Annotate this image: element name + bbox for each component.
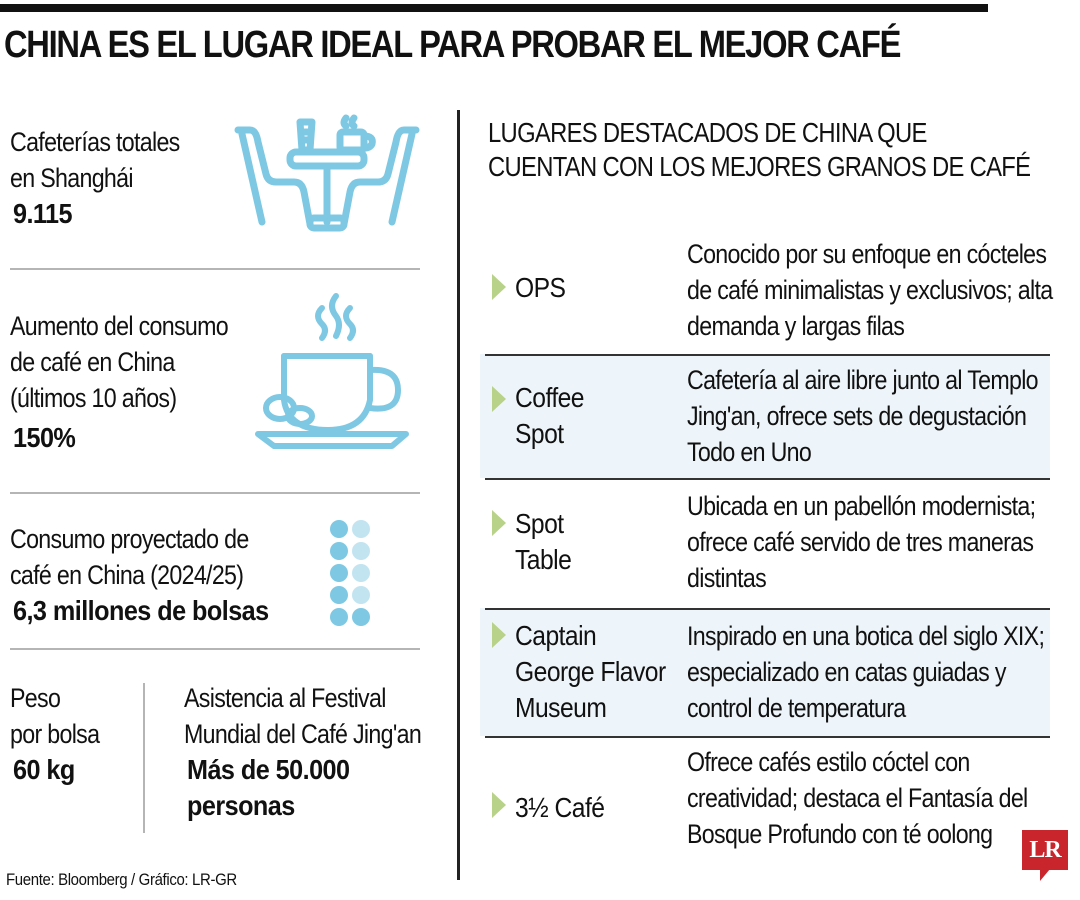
stat-label: (últimos 10 años) bbox=[10, 383, 177, 413]
stat-value: 6,3 millones de bolsas bbox=[13, 595, 269, 626]
divider bbox=[10, 648, 420, 650]
place-row-spot-table: Spot Table Ubicada en un pabellón modern… bbox=[480, 478, 1050, 608]
place-desc: Ofrece cafés estilo cóctel con bbox=[687, 747, 970, 777]
place-desc: Cafetería al aire libre junto al Templo bbox=[687, 365, 1039, 395]
stat-bag-weight: Peso por bolsa 60 kg bbox=[10, 680, 114, 788]
place-desc: distintas bbox=[687, 563, 767, 593]
stat-value: Más de 50.000 bbox=[187, 754, 350, 785]
place-name: Spot bbox=[515, 508, 564, 539]
dot bbox=[352, 608, 370, 626]
divider bbox=[10, 492, 420, 494]
place-row-ops: OPS Conocido por su enfoque en cócteles … bbox=[480, 232, 1053, 354]
place-name: Table bbox=[515, 544, 572, 575]
place-desc: ofrece café servido de tres maneras bbox=[687, 527, 1034, 557]
arrow-icon bbox=[492, 510, 506, 536]
place-name: OPS bbox=[515, 272, 566, 303]
cafe-table-icon bbox=[234, 114, 420, 232]
stat-consumption-increase: Aumento del consumo de café en China (úl… bbox=[10, 308, 263, 456]
place-desc: especializado en catas guiadas y bbox=[687, 657, 1006, 687]
stat-label: Cafeterías totales bbox=[10, 127, 180, 157]
stat-festival-attendance: Asistencia al Festival Mundial del Café … bbox=[184, 680, 460, 824]
dot bbox=[352, 586, 370, 604]
place-desc: Jing'an, ofrece sets de degustación bbox=[687, 401, 1027, 431]
stat-label: Consumo proyectado de bbox=[10, 524, 249, 554]
dot bbox=[330, 564, 348, 582]
place-name: Captain bbox=[515, 620, 597, 651]
dot bbox=[352, 520, 370, 538]
stat-label: en Shanghái bbox=[10, 163, 134, 193]
place-desc: demanda y largas filas bbox=[687, 311, 905, 341]
dot bbox=[330, 586, 348, 604]
arrow-icon bbox=[492, 386, 506, 412]
stat-label: Asistencia al Festival bbox=[184, 683, 386, 713]
bag-dots-icon bbox=[330, 520, 370, 626]
arrow-icon bbox=[492, 622, 506, 648]
place-name: Museum bbox=[515, 692, 607, 723]
source-credit: Fuente: Bloomberg / Gráfico: LR-GR bbox=[6, 870, 237, 889]
stat-label: Peso bbox=[10, 683, 61, 713]
lr-logo: LR bbox=[1022, 830, 1068, 870]
page-title: CHINA ES EL LUGAR IDEAL PARA PROBAR EL M… bbox=[4, 24, 901, 66]
dot bbox=[352, 564, 370, 582]
place-row-captain-george: Captain George Flavor Museum Inspirado e… bbox=[480, 608, 1050, 736]
lr-logo-tail bbox=[1040, 869, 1050, 881]
dot bbox=[330, 542, 348, 560]
place-desc: Bosque Profundo con té oolong bbox=[687, 819, 993, 849]
stat-value: personas bbox=[187, 790, 295, 821]
place-desc: Conocido por su enfoque en cócteles bbox=[687, 239, 1047, 269]
place-name: 3½ Café bbox=[515, 792, 605, 823]
divider-vertical bbox=[143, 683, 145, 833]
places-title-line: LUGARES DESTACADOS DE CHINA QUE bbox=[488, 117, 927, 148]
stat-total-cafes: Cafeterías totales en Shanghái 9.115 bbox=[10, 124, 207, 232]
place-desc: Ubicada en un pabellón modernista; bbox=[687, 491, 1036, 521]
place-desc: Inspirado en una botica del siglo XIX; bbox=[687, 621, 1045, 651]
stat-label: café en China (2024/25) bbox=[10, 560, 244, 590]
stat-label: Aumento del consumo bbox=[10, 311, 229, 341]
stat-value: 150% bbox=[13, 422, 76, 453]
stat-value: 60 kg bbox=[13, 754, 75, 785]
stat-value: 9.115 bbox=[13, 198, 73, 229]
place-desc: Todo en Uno bbox=[687, 437, 812, 467]
row-divider bbox=[485, 354, 1050, 356]
dot bbox=[330, 608, 348, 626]
row-divider bbox=[485, 608, 1050, 610]
dot bbox=[352, 542, 370, 560]
coffee-cup-icon bbox=[255, 293, 409, 449]
stat-label: por bolsa bbox=[10, 719, 100, 749]
top-rule bbox=[0, 4, 988, 12]
place-desc: de café minimalistas y exclusivos; alta bbox=[687, 275, 1053, 305]
stat-label: de café en China bbox=[10, 347, 175, 377]
places-title: LUGARES DESTACADOS DE CHINA QUE CUENTAN … bbox=[488, 116, 1031, 184]
dot bbox=[330, 520, 348, 538]
place-row-coffee-spot: Coffee Spot Cafetería al aire libre junt… bbox=[480, 354, 1050, 478]
place-name: George Flavor bbox=[515, 656, 666, 687]
stat-label: Mundial del Café Jing'an bbox=[184, 719, 422, 749]
place-desc: creatividad; destaca el Fantasía del bbox=[687, 783, 1028, 813]
place-row-three-half-cafe: 3½ Café Ofrece cafés estilo cóctel con c… bbox=[480, 736, 1050, 866]
row-divider bbox=[485, 478, 1050, 480]
place-name: Spot bbox=[515, 418, 564, 449]
row-divider bbox=[485, 736, 1050, 738]
arrow-icon bbox=[492, 792, 506, 818]
arrow-icon bbox=[492, 274, 506, 300]
place-name: Coffee bbox=[515, 382, 585, 413]
stat-projected-consumption: Consumo proyectado de café en China (202… bbox=[10, 521, 297, 629]
place-desc: control de temperatura bbox=[687, 693, 906, 723]
divider bbox=[10, 268, 420, 270]
column-divider bbox=[457, 110, 460, 880]
places-title-line: CUENTAN CON LOS MEJORES GRANOS DE CAFÉ bbox=[488, 151, 1031, 182]
